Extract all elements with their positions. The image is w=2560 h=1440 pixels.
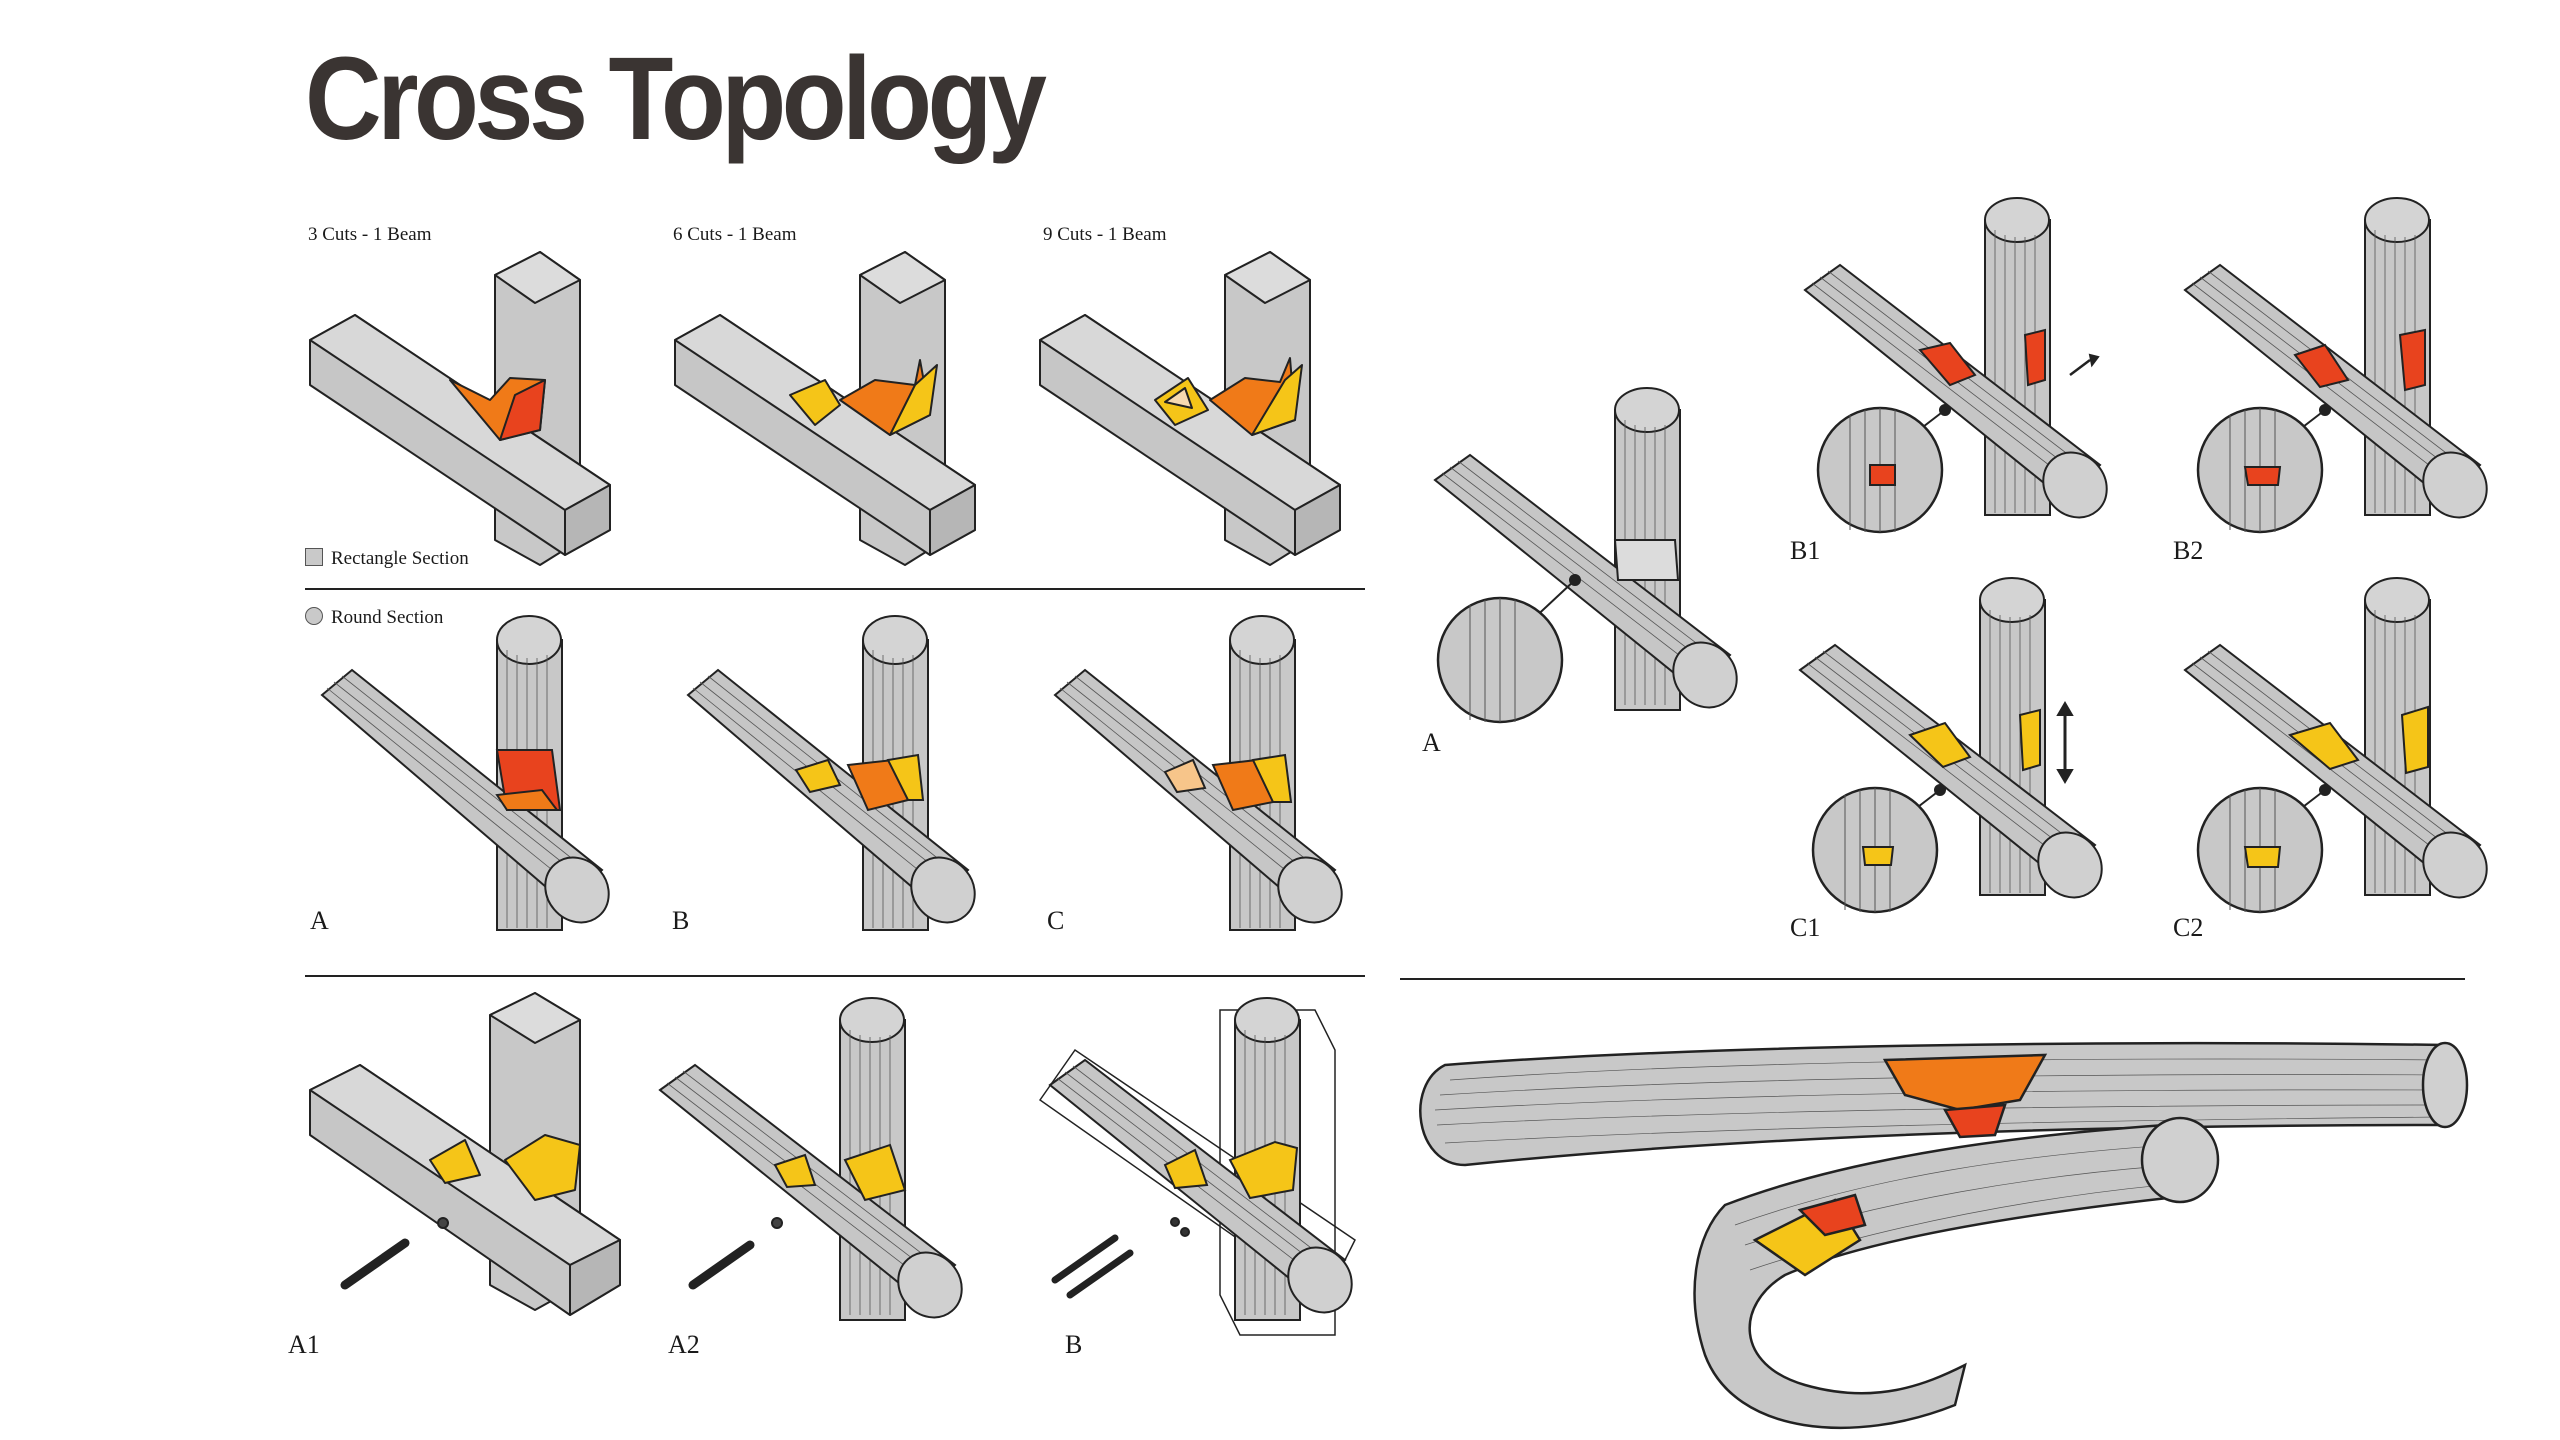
label-b1: B1 [1790, 536, 1821, 565]
round-joint-b1 [1803, 197, 2108, 534]
label-b2: B2 [2173, 536, 2204, 565]
legend-rectangle-section: Rectangle Section [305, 548, 469, 568]
label-c1: C1 [1790, 913, 1821, 942]
round-joint-b-bounded [1038, 997, 1356, 1336]
round-joint-b2 [2183, 197, 2488, 534]
round-joint-a2 [658, 997, 963, 1321]
rect-joint-9-cuts [1039, 251, 1341, 566]
round-joint-detail-a [1433, 387, 1738, 724]
circle-swatch-icon [305, 607, 323, 625]
label-round-a: A [310, 906, 329, 935]
round-joint-b [686, 615, 976, 931]
label-round-c: C [1047, 906, 1065, 935]
label-bottom-a1: A1 [288, 1330, 320, 1359]
column-header-3-cuts: 3 Cuts - 1 Beam [308, 224, 432, 245]
legend-round-section: Round Section [305, 607, 443, 627]
label-round-b: B [672, 906, 690, 935]
rectangle-swatch-icon [305, 548, 323, 566]
divider-left-bottom [305, 975, 1365, 977]
round-joint-c [1053, 615, 1343, 931]
label-right-a: A [1422, 728, 1441, 757]
divider-right [1400, 978, 2465, 980]
label-bottom-b: B [1065, 1330, 1083, 1359]
column-header-6-cuts: 6 Cuts - 1 Beam [673, 224, 797, 245]
divider-left-top [305, 588, 1365, 590]
page-title: Cross Topology [305, 33, 1047, 165]
rect-joint-a1 [309, 992, 621, 1316]
curved-beams-assembly [1419, 1041, 2469, 1430]
label-bottom-a2: A2 [668, 1330, 700, 1359]
rect-joint-3-cuts [309, 251, 611, 566]
round-joint-c1 [1798, 577, 2103, 914]
round-joint-a [320, 615, 610, 931]
label-c2: C2 [2173, 913, 2204, 942]
round-joint-c2 [2183, 577, 2488, 914]
rect-joint-6-cuts [674, 251, 976, 566]
column-header-9-cuts: 9 Cuts - 1 Beam [1043, 224, 1167, 245]
